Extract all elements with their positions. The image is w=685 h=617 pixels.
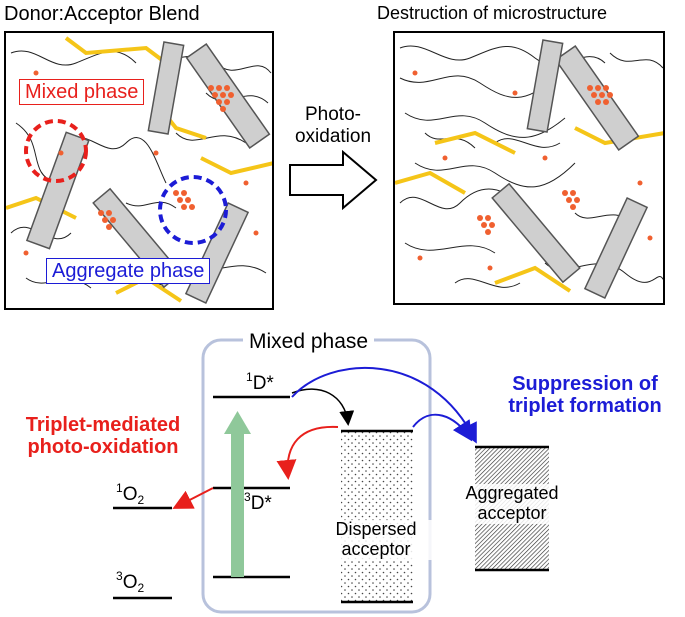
triplet-oxygen-label: 3O2: [116, 569, 145, 595]
triplet-mediated-caption: Triplet-mediated photo-oxidation: [25, 414, 181, 458]
photo-oxidation-arrow: [289, 150, 378, 210]
dispersed-acceptor-label: Dispersed acceptor: [320, 519, 432, 560]
acceptor-clusters-left: [23, 70, 259, 276]
dispersed-acceptor-block: [341, 431, 413, 602]
mixed-phase-box-title: Mixed phase: [243, 331, 375, 352]
back-transfer-arrow: [276, 425, 339, 480]
degraded-morphology-panel: [393, 31, 665, 305]
photo-oxidation-label: Photo-oxidation: [294, 104, 372, 147]
destruction-title: Destruction of microstructure: [377, 3, 608, 23]
aggregate-phase-circle: [158, 175, 228, 245]
electron-transfer-arrow: [291, 388, 355, 426]
mixed-phase-circle: [24, 119, 88, 183]
degraded-morphology-illustration: [395, 39, 663, 299]
aggregate-phase-label: Aggregate phase: [46, 258, 211, 284]
singlet-donor-label: 1D*: [246, 370, 274, 394]
mixed-phase-label: Mixed phase: [19, 79, 145, 105]
transfer-to-aggregate-arrow-2: [412, 413, 473, 442]
suppression-caption: Suppression of triplet formation: [508, 373, 662, 417]
singlet-oxygen-label: 1O2: [116, 481, 145, 507]
excitation-arrow: [224, 411, 251, 577]
blend-title: Donor:Acceptor Blend: [4, 3, 200, 25]
transfer-to-aggregate-arrow-1: [291, 366, 477, 444]
triplet-oxidation-arrow: [172, 487, 214, 509]
blend-morphology-panel: Mixed phase Aggregate phase: [4, 31, 274, 310]
triplet-donor-label: 3D*: [244, 490, 272, 514]
aggregated-acceptor-label: Aggregated acceptor: [452, 483, 572, 524]
